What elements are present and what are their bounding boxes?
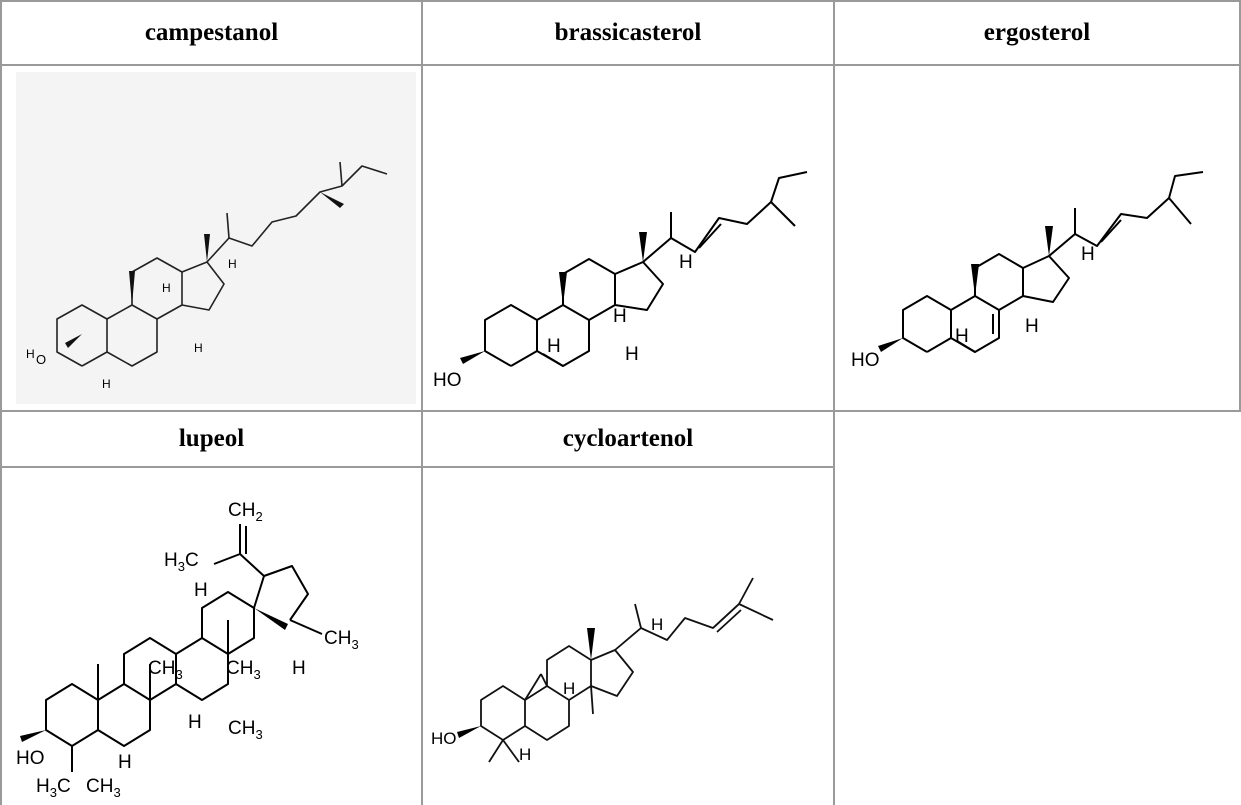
lupeol-ho: HO (16, 748, 45, 769)
brassicasterol-h: H (547, 336, 561, 357)
table-border-top (0, 0, 1241, 2)
campestanol-structure-cell: H O H H H H (2, 66, 421, 410)
cycloartenol-structure: HO H H H (431, 577, 774, 764)
ergosterol-structure: HO H H H (851, 171, 1204, 371)
lupeol-ch2: CH2 (228, 500, 263, 524)
cycloartenol-h: H (563, 679, 575, 698)
campestanol-structure: H O H H H H (16, 72, 416, 404)
campestanol-h: H (228, 257, 237, 271)
header-brassicasterol: brassicasterol (554, 19, 702, 46)
lupeol-h: H (292, 658, 306, 679)
ergosterol-ho: HO (851, 350, 880, 371)
lupeol-ch3: CH3 (228, 718, 263, 742)
header-cycloartenol: cycloartenol (562, 425, 694, 452)
cycloartenol-ho: HO (431, 729, 457, 748)
lupeol-structure: CH2 H3C H CH3 CH3 H CH3 H CH3 HO H H3C C… (16, 500, 359, 800)
table-row-divider (0, 466, 835, 468)
ergosterol-h: H (955, 326, 969, 347)
brassicasterol-ho: HO (433, 370, 462, 391)
brassicasterol-h: H (679, 252, 693, 273)
table-row-divider (0, 410, 1241, 412)
cycloartenol-h: H (519, 745, 531, 764)
campestanol-ho-h: H (26, 347, 35, 361)
table-column-divider (833, 0, 835, 805)
header-lupeol: lupeol (178, 425, 245, 452)
lupeol-h3c: H3C (36, 776, 71, 800)
lupeol-h: H (118, 752, 132, 773)
ergosterol-h: H (1025, 316, 1039, 337)
header-campestanol: campestanol (144, 19, 279, 46)
table-column-divider (421, 0, 423, 805)
cycloartenol-h: H (651, 615, 663, 634)
lupeol-h3c: H3C (164, 550, 199, 574)
lupeol-h: H (188, 712, 202, 733)
campestanol-ho-o: O (36, 352, 46, 367)
brassicasterol-structure: HO H H H H (433, 171, 808, 391)
campestanol-labels: H O H H H H (26, 257, 237, 391)
table-border-left (0, 0, 2, 805)
lupeol-ch3: CH3 (324, 628, 359, 652)
lupeol-ch3: CH3 (86, 776, 121, 800)
ergosterol-structure-cell: HO H H H (835, 66, 1239, 410)
lupeol-ch3: CH3 (226, 658, 261, 682)
brassicasterol-h: H (625, 344, 639, 365)
lupeol-ch3: CH3 (148, 658, 183, 682)
brassicasterol-h: H (613, 306, 627, 327)
campestanol-h: H (162, 281, 171, 295)
cycloartenol-structure-cell: HO H H H (423, 468, 833, 805)
header-ergosterol: ergosterol (983, 19, 1091, 46)
campestanol-h: H (194, 341, 203, 355)
lupeol-structure-cell: CH2 H3C H CH3 CH3 H CH3 H CH3 HO H H3C C… (2, 468, 421, 805)
lupeol-h: H (194, 580, 208, 601)
table-border-right (1239, 0, 1241, 410)
ergosterol-h: H (1081, 244, 1095, 265)
brassicasterol-structure-cell: HO H H H H (423, 66, 833, 410)
table-row-divider (0, 64, 1241, 66)
campestanol-h: H (102, 377, 111, 391)
